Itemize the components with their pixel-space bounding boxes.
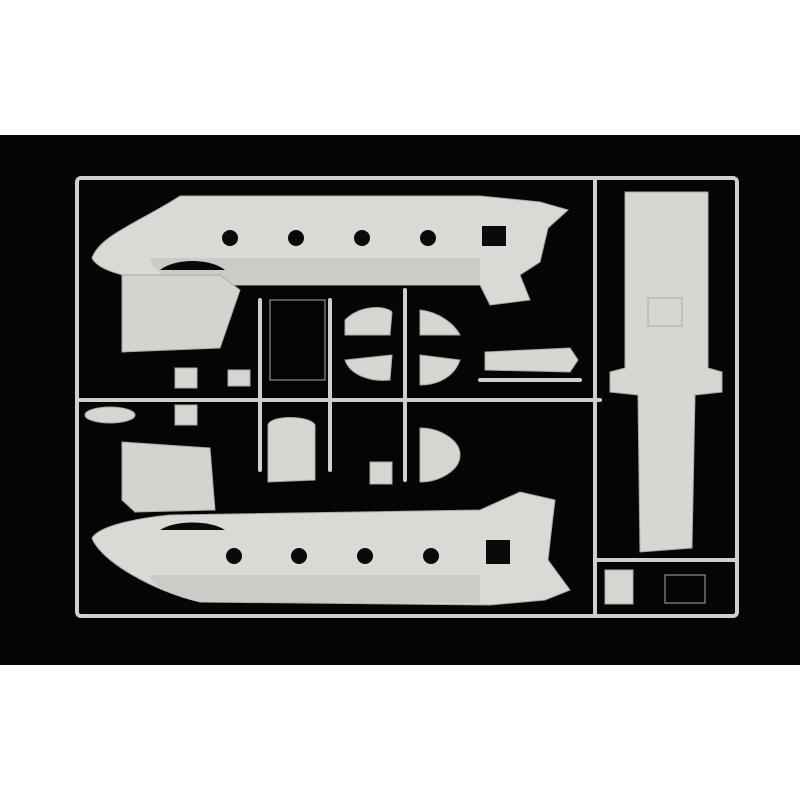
sprue-frame [75,176,739,618]
small-parts [84,299,706,605]
fuselage-half-top [91,195,570,353]
fuselage-half-bottom [91,441,571,606]
cargo-floor-part [609,191,723,553]
